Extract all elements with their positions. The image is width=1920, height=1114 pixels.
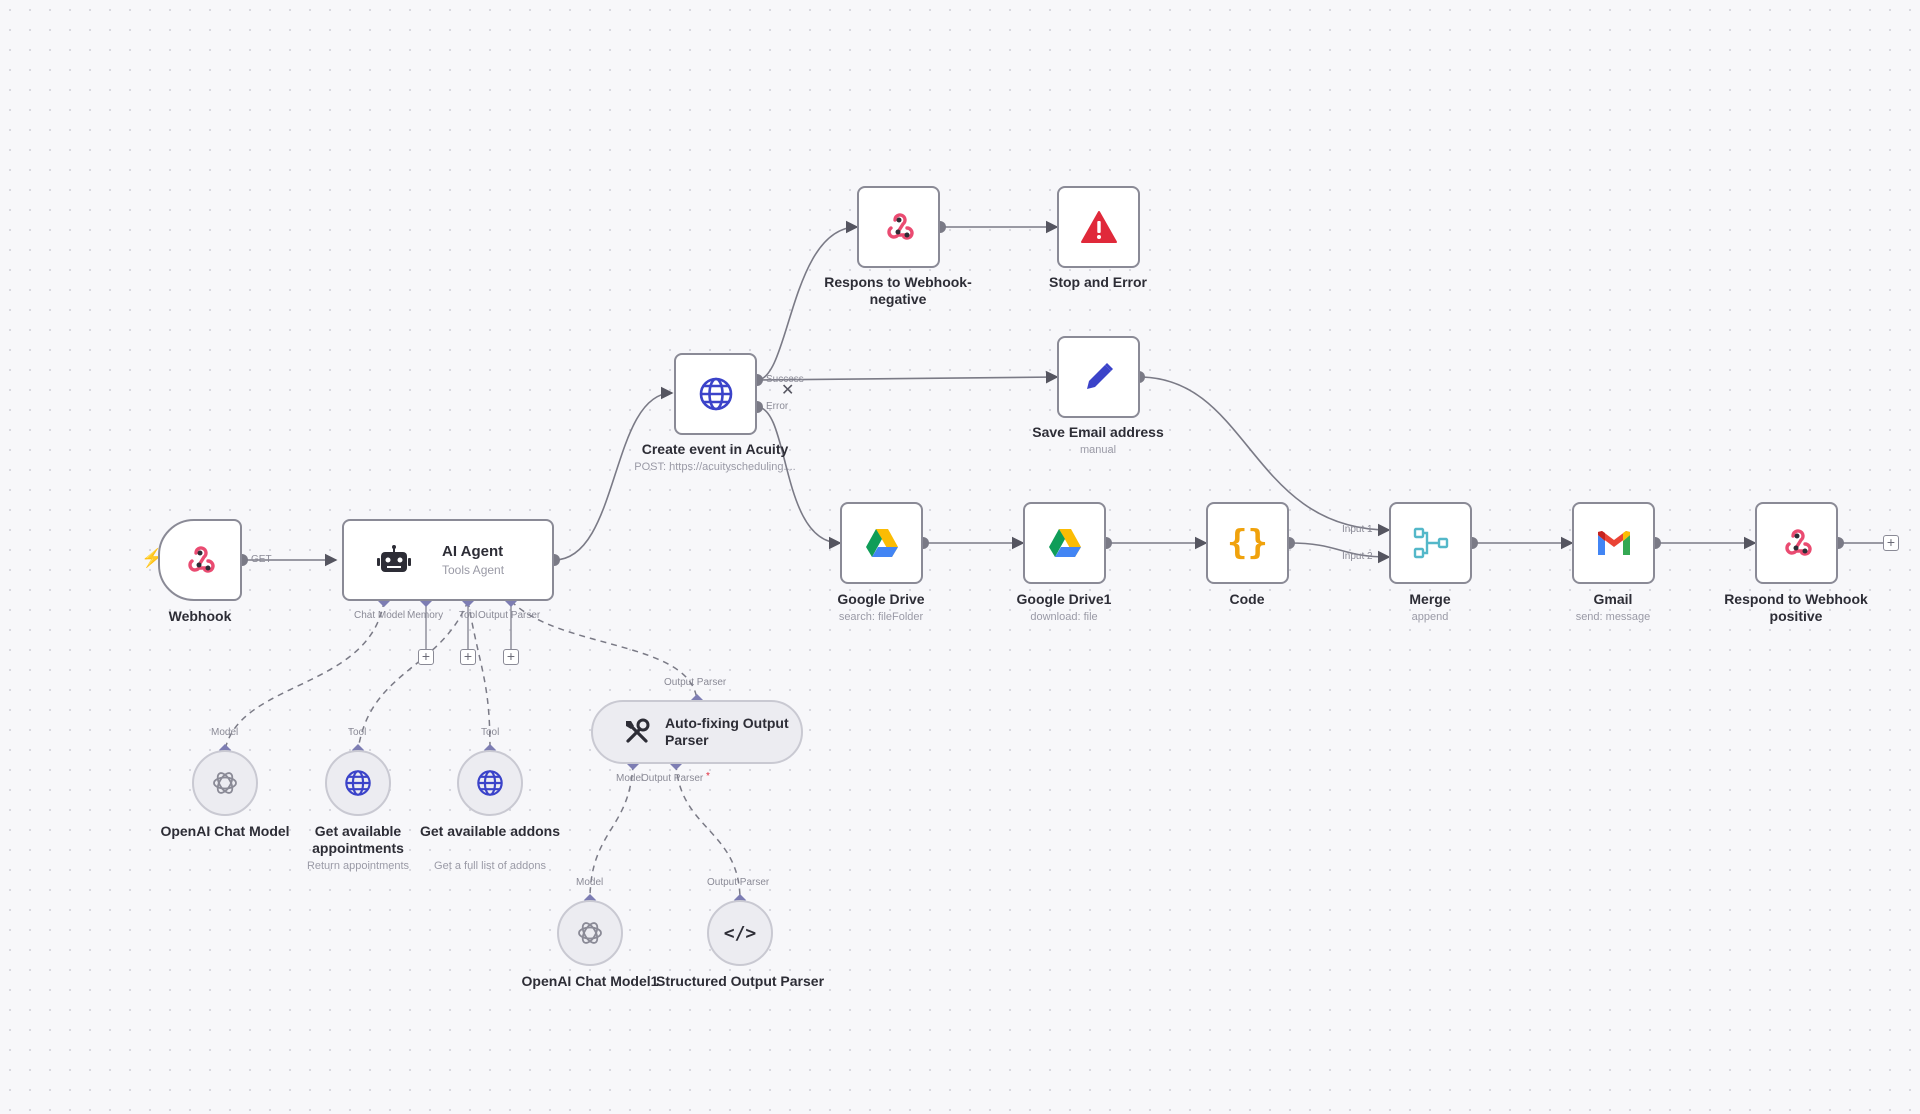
globe-icon [477, 770, 503, 796]
tools-icon [626, 718, 650, 743]
trigger-bolt-icon: ⚡ [141, 548, 164, 568]
edge-success-save[interactable] [756, 370, 1059, 384]
node-google-drive1[interactable] [1023, 502, 1106, 584]
merge-icon [1413, 527, 1448, 559]
port-error-label: Error [766, 401, 789, 412]
google-drive-icon [865, 529, 898, 557]
node-openai-chat1[interactable] [557, 900, 623, 966]
openai-icon [578, 922, 602, 944]
edge-agent-create[interactable] [553, 386, 674, 561]
webhook-icon [188, 546, 215, 573]
structured-port-label: Output Parser [707, 877, 770, 888]
structured-parser-label: Structured Output Parser [655, 973, 825, 989]
openai-chat1-label: OpenAI Chat Model1 [521, 973, 659, 989]
node-structured-parser[interactable]: </> [707, 900, 773, 966]
gmail-icon [1597, 531, 1630, 555]
code-label: Code [1229, 591, 1265, 607]
add-node-button[interactable]: + [1883, 535, 1899, 551]
addons-port-label: Tool [481, 727, 500, 738]
get-appointments-label: Get available appointments [312, 823, 404, 856]
google-drive1-sub: download: file [1030, 611, 1098, 623]
node-ai-agent[interactable]: AI Agent Tools Agent [342, 519, 554, 601]
openai-icon [213, 772, 237, 794]
google-drive-sub: search: fileFolder [838, 611, 924, 623]
pencil-icon [1086, 363, 1113, 389]
edge-tool-appointments[interactable] [357, 600, 469, 751]
webhook-label: Webhook [168, 608, 232, 624]
node-code[interactable]: {} [1206, 502, 1289, 584]
node-respond-positive[interactable] [1755, 502, 1838, 584]
node-save-email[interactable] [1057, 336, 1140, 418]
node-google-drive[interactable] [840, 502, 923, 584]
save-email-sub: manual [1079, 444, 1117, 456]
autofix-label: Auto-fixing Output Parser [665, 715, 789, 748]
port-tool-label: Tool [459, 610, 478, 621]
ai-agent-sub: Tools Agent [442, 563, 505, 577]
gmail-label: Gmail [1593, 591, 1633, 607]
port-memory-label: Memory [407, 610, 444, 621]
merge-sub: append [1411, 611, 1449, 623]
google-drive-label: Google Drive [837, 591, 925, 607]
node-openai-chat[interactable] [192, 750, 258, 816]
google-drive-icon [1048, 529, 1081, 557]
globe-icon [345, 770, 371, 796]
node-create-event[interactable] [674, 353, 757, 435]
autofix-model-port-label: Model [616, 773, 644, 784]
respond-negative-label: Respons to Webhook-negative [824, 274, 972, 307]
autofix-parser-port-label: Output Parser [641, 773, 704, 784]
edge-success-respond[interactable] [756, 220, 859, 381]
edge-error-drive[interactable] [756, 406, 842, 550]
edge-save-merge[interactable] [1138, 376, 1391, 537]
port-chat-model-label: Chat Model [354, 610, 406, 621]
edge-output-parser[interactable] [510, 600, 698, 701]
webhook-method-label: GET [251, 554, 272, 565]
get-addons-label: Get available addons [419, 823, 561, 839]
add-memory-button[interactable]: + [418, 649, 434, 665]
edge-autofix-model[interactable] [589, 763, 634, 901]
port-success-label: Success [766, 374, 804, 385]
openai-port-label: Model [211, 727, 239, 738]
node-webhook[interactable] [158, 519, 242, 601]
required-marker: * [706, 771, 710, 782]
globe-icon [699, 377, 732, 411]
save-email-label: Save Email address [1032, 424, 1164, 440]
openai1-port-label: Model [576, 877, 604, 888]
merge-input2-label: Input 2 [1342, 551, 1373, 562]
gmail-sub: send: message [1575, 611, 1651, 623]
node-respond-negative[interactable] [857, 186, 940, 268]
respond-positive-label: Respond to Webhook positive [1724, 591, 1868, 624]
edge-chat-model[interactable] [224, 600, 385, 751]
node-get-appointments[interactable] [325, 750, 391, 816]
edge-code-merge[interactable] [1288, 542, 1391, 564]
code-tag-icon: </> [723, 922, 757, 944]
node-merge[interactable] [1389, 502, 1472, 584]
get-addons-sub: Get a full list of addons [434, 860, 546, 872]
warning-icon [1080, 211, 1117, 243]
ai-agent-title: AI Agent [442, 543, 504, 560]
node-gmail[interactable] [1572, 502, 1655, 584]
webhook-icon [886, 213, 914, 240]
add-output-parser-button[interactable]: + [503, 649, 519, 665]
code-braces-icon: {} [1227, 523, 1268, 563]
stop-error-label: Stop and Error [1048, 274, 1147, 290]
robot-icon [377, 545, 411, 572]
merge-label: Merge [1409, 591, 1451, 607]
node-autofix-parser[interactable]: Auto-fixing Output Parser [591, 700, 803, 764]
webhook-icon [1784, 529, 1812, 556]
svg-text:✕: ✕ [781, 380, 794, 399]
merge-input1-label: Input 1 [1342, 524, 1373, 535]
google-drive1-label: Google Drive1 [1016, 591, 1112, 607]
autofix-in-port-label: Output Parser [664, 677, 727, 688]
add-tool-button[interactable]: + [460, 649, 476, 665]
node-get-addons[interactable] [457, 750, 523, 816]
appointments-port-label: Tool [348, 727, 367, 738]
node-stop-error[interactable] [1057, 186, 1140, 268]
create-event-label: Create event in Acuity [641, 441, 789, 457]
port-output-parser-label: Output Parser [478, 610, 541, 621]
openai-chat-label: OpenAI Chat Model [160, 823, 290, 839]
create-event-sub: POST: https://acuityscheduling.... [634, 461, 796, 473]
